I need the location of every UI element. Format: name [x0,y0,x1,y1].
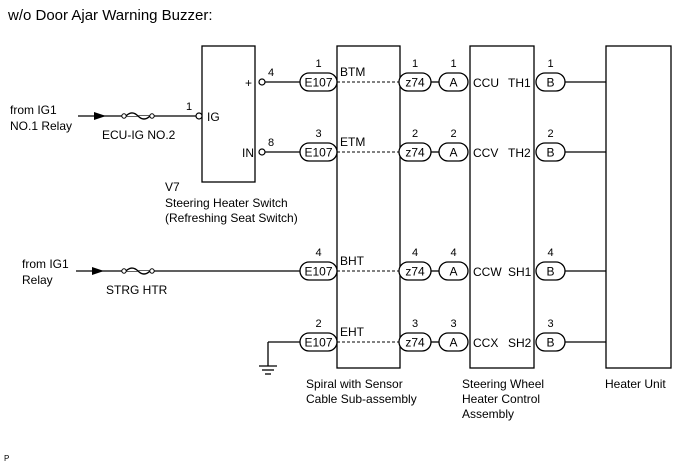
switch-label-ig: IG [207,110,220,124]
a-pin-number: 2 [450,128,456,140]
source-1-line2: NO.1 Relay [10,119,72,133]
heater-control-box [469,45,535,369]
connector-e107-label: E107 [304,336,332,350]
arrow-icon [94,112,106,120]
connector-e107-label: E107 [304,76,332,90]
ground-icon [259,341,300,375]
source-1-line1: from IG1 [10,103,57,117]
z74-pin-number: 1 [412,58,418,70]
spiral-cable-label-line2: Cable Sub-assembly [306,392,417,406]
switch-name-line2: (Refreshing Seat Switch) [165,211,298,225]
source-ig1-no1-relay: from IG1 NO.1 Relay ECU-IG NO.2 [10,103,196,142]
circuit-row-btm: E107 1 BTM z74 1 A 1 CCU TH1 B 1 [299,58,606,92]
fuse-strg-htr: STRG HTR [106,283,168,297]
a-pin-number: 4 [450,247,456,259]
b-pin-number: 3 [547,318,553,330]
connector-b-label: B [546,265,554,279]
switch-pin-ig-number: 1 [186,101,192,113]
connector-a [438,261,469,281]
fuse-icon [125,112,151,120]
switch-pin-in-number: 8 [268,137,274,149]
circuit-row-bht: E107 4 BHT z74 4 A 4 CCW SH1 B 4 [299,247,606,281]
heater-unit-label: Heater Unit [605,377,666,391]
switch-pin-in [258,148,266,156]
ecu-terminal-out: SH1 [508,265,532,279]
connector-b-label: B [546,146,554,160]
ecu-terminal-out: SH2 [508,336,532,350]
fuse-terminal-icon [149,113,155,119]
circuit-row-eht: E107 2 EHT z74 3 A 3 CCX SH2 B 3 [299,318,606,352]
ecu-terminal-out: TH2 [508,146,531,160]
spiral-cable-label-line1: Spiral with Sensor [306,377,403,391]
z74-pin-number: 3 [412,318,418,330]
z74-pin-number: 4 [412,247,418,259]
connector-a [438,332,469,352]
switch-label-plus: + [245,76,252,90]
signal-label: EHT [340,325,365,339]
signal-label: ETM [340,135,365,149]
ecu-terminal-in: CCX [473,336,498,350]
connector-z74-label: z74 [405,146,425,160]
source-ig1-relay: from IG1 Relay STRG HTR [22,257,300,297]
ecu-terminal-out: TH1 [508,76,531,90]
a-pin-number: 1 [450,58,456,70]
b-pin-number: 1 [547,58,553,70]
footer-mark: P [4,454,9,463]
connector-a-label: A [449,336,457,350]
connector-a-label: A [449,76,457,90]
steering-heater-switch-box [201,45,256,183]
ecu-terminal-in: CCW [473,265,502,279]
connector-z74-label: z74 [405,76,425,90]
heater-unit-box [605,45,672,369]
fuse-terminal-icon [121,268,127,274]
connector-a-label: A [449,265,457,279]
fuse-icon [125,267,151,275]
b-pin-number: 4 [547,247,553,259]
fuse-ecu-ig-no2: ECU-IG NO.2 [102,128,176,142]
signal-label: BHT [340,254,365,268]
source-2-line1: from IG1 [22,257,69,271]
e107-pin-number: 3 [315,128,321,140]
connector-a [438,142,469,162]
heater-control-label-line1: Steering Wheel [462,377,544,391]
switch-code: V7 [165,180,180,194]
b-pin-number: 2 [547,128,553,140]
spiral-cable-box [336,45,401,369]
fuse-terminal-icon [121,113,127,119]
fuse-terminal-icon [149,268,155,274]
heater-control-label-line2: Heater Control [462,392,540,406]
switch-pin-ig [195,112,203,120]
connector-z74-label: z74 [405,336,425,350]
source-2-line2: Relay [22,273,53,287]
a-pin-number: 3 [450,318,456,330]
e107-pin-number: 1 [315,58,321,70]
connector-b-label: B [546,336,554,350]
e107-pin-number: 2 [315,318,321,330]
heater-control-label-line3: Assembly [462,407,514,421]
connector-e107-label: E107 [304,265,332,279]
switch-pin-plus [258,78,266,86]
connector-e107-label: E107 [304,146,332,160]
connector-b-label: B [546,76,554,90]
z74-pin-number: 2 [412,128,418,140]
arrow-icon [92,267,104,275]
connector-a [438,72,469,92]
switch-label-in: IN [242,146,254,160]
connector-z74-label: z74 [405,265,425,279]
connector-a-label: A [449,146,457,160]
signal-label: BTM [340,65,365,79]
switch-name-line1: Steering Heater Switch [165,196,288,210]
e107-pin-number: 4 [315,247,321,259]
circuit-row-etm: E107 3 ETM z74 2 A 2 CCV TH2 B 2 [299,128,606,162]
diagram-title: w/o Door Ajar Warning Buzzer: [7,7,213,24]
switch-pin-plus-number: 4 [268,67,274,79]
ecu-terminal-in: CCV [473,146,498,160]
ecu-terminal-in: CCU [473,76,499,90]
